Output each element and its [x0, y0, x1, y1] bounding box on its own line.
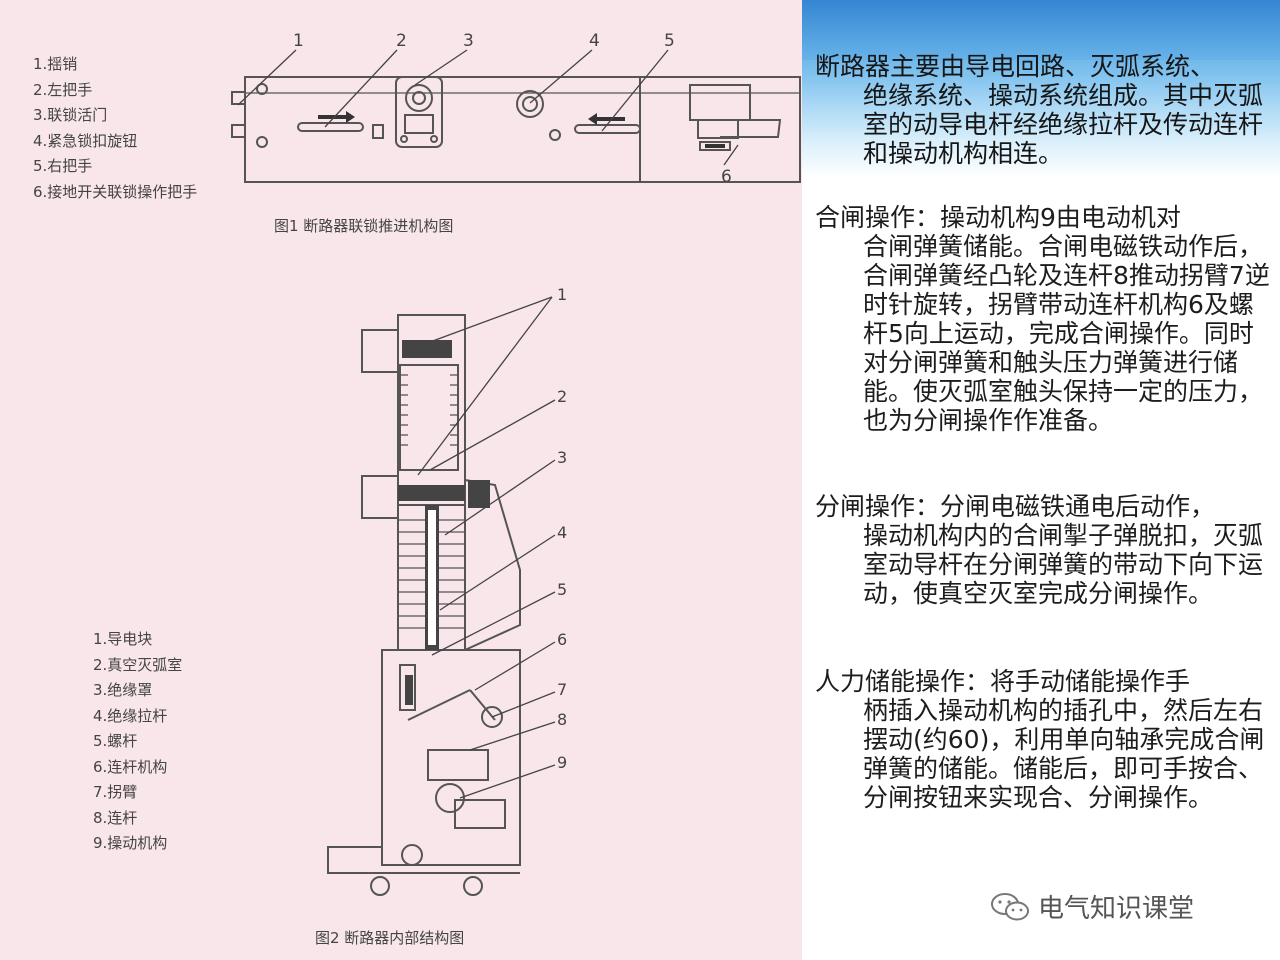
figure1-legend-item: 2.左把手	[33, 80, 93, 99]
figure1-callout: 2	[396, 31, 407, 51]
figure2-callout: 5	[557, 580, 567, 599]
paragraph-first-line: 分闸操作：分闸电磁铁通电后动作，	[815, 492, 1216, 521]
figure1-callout: 5	[664, 31, 675, 51]
header-band-stripe	[802, 0, 1280, 60]
figure2-callout: 8	[557, 710, 567, 729]
figure2-legend-item: 5.螺杆	[93, 732, 138, 750]
figure2-callout: 3	[557, 448, 567, 467]
figure1-legend-item: 1.揺销	[33, 55, 78, 73]
figure2-callout: 4	[557, 523, 567, 542]
diagram-panel: 1.揺销 2.左把手 3.联锁活门 4.紧急锁扣旋钮 5.右把手 6.接地开关联…	[0, 0, 802, 960]
figure1-callout: 6	[721, 167, 732, 187]
paragraph-rest: 操动机构内的合闸掣子弹脱扣，灭弧室动导杆在分闸弹簧的带动下向下运动，使真空灭室完…	[863, 521, 1264, 608]
figure2-callout: 6	[557, 630, 567, 649]
figure1-legend-item: 4.紧急锁扣旋钮	[33, 131, 138, 150]
summary-text-rest: 绝缘系统、操动系统组成。其中灭弧室的动导电杆经绝缘拉杆及传动连杆和操动机构相连。	[863, 81, 1264, 168]
figure1-legend-item: 6.接地开关联锁操作把手	[33, 182, 198, 201]
figure2-legend-item: 1.导电块	[93, 630, 153, 648]
figure2-legend-item: 2.真空灭弧室	[93, 655, 183, 674]
figure1-legend: 1.揺销 2.左把手 3.联锁活门 4.紧急锁扣旋钮 5.右把手 6.接地开关联…	[33, 52, 197, 205]
figure2-callout: 2	[557, 387, 567, 406]
figure2-legend-item: 7.拐臂	[93, 783, 138, 801]
figure1-drawing: 1 2 3 4 5 6	[231, 31, 801, 187]
figure2-legend-item: 4.绝缘拉杆	[93, 706, 168, 725]
figure2-legend: 1.导电块 2.真空灭弧室 3.绝缘罩 4.绝缘拉杆 5.螺杆 6.连杆机构 7…	[93, 627, 182, 857]
paragraph-first-line: 人力储能操作：将手动储能操作手	[815, 667, 1191, 696]
watermark-text: 电气知识课堂	[1038, 894, 1195, 924]
summary-text: 断路器主要由导电回路、灭弧系统、 绝缘系统、操动系统组成。其中灭弧室的动导电杆经…	[815, 52, 1275, 168]
summary-text-first-line: 断路器主要由导电回路、灭弧系统、	[815, 52, 1216, 81]
paragraph-rest: 柄插入操动机构的插孔中，然后左右摆动(约60)，利用单向轴承完成合闸弹簧的储能。…	[863, 696, 1265, 812]
figure2-legend-item: 3.绝缘罩	[93, 681, 153, 699]
paragraph-first-line: 合闸操作：操动机构9由电动机对	[815, 203, 1181, 232]
figure2-drawing: 1 2 3 4 5 6 7 8 9	[327, 285, 567, 896]
figure2-callout: 7	[557, 680, 567, 699]
figure2-caption: 图2 断路器内部结构图	[315, 929, 465, 947]
opening-operation-paragraph: 分闸操作：分闸电磁铁通电后动作， 操动机构内的合闸掣子弹脱扣，灭弧室动导杆在分闸…	[815, 492, 1275, 608]
figure2-legend-item: 6.连杆机构	[93, 757, 168, 776]
figure1-caption: 图1 断路器联锁推进机构图	[274, 217, 454, 235]
figure1-callout: 1	[293, 31, 304, 51]
figure2-callout: 1	[557, 285, 567, 304]
figure1-legend-item: 3.联锁活门	[33, 106, 108, 124]
figure2-callout: 9	[557, 753, 567, 772]
wechat-icon	[991, 892, 1029, 920]
manual-charging-paragraph: 人力储能操作：将手动储能操作手 柄插入操动机构的插孔中，然后左右摆动(约60)，…	[815, 667, 1275, 812]
figure1-callout: 3	[463, 31, 474, 51]
figure1-legend-item: 5.右把手	[33, 157, 93, 175]
figure2-legend-item: 9.操动机构	[93, 834, 168, 852]
figure2-legend-item: 8.连杆	[93, 808, 138, 827]
paragraph-rest: 合闸弹簧储能。合闸电磁铁动作后，合闸弹簧经凸轮及连杆8推动拐臂7逆时针旋转，拐臂…	[863, 232, 1270, 435]
closing-operation-paragraph: 合闸操作：操动机构9由电动机对 合闸弹簧储能。合闸电磁铁动作后，合闸弹簧经凸轮及…	[815, 203, 1275, 435]
figure1-callout: 4	[589, 31, 600, 51]
header-band	[802, 0, 1280, 178]
watermark: 电气知识课堂	[990, 888, 1194, 925]
